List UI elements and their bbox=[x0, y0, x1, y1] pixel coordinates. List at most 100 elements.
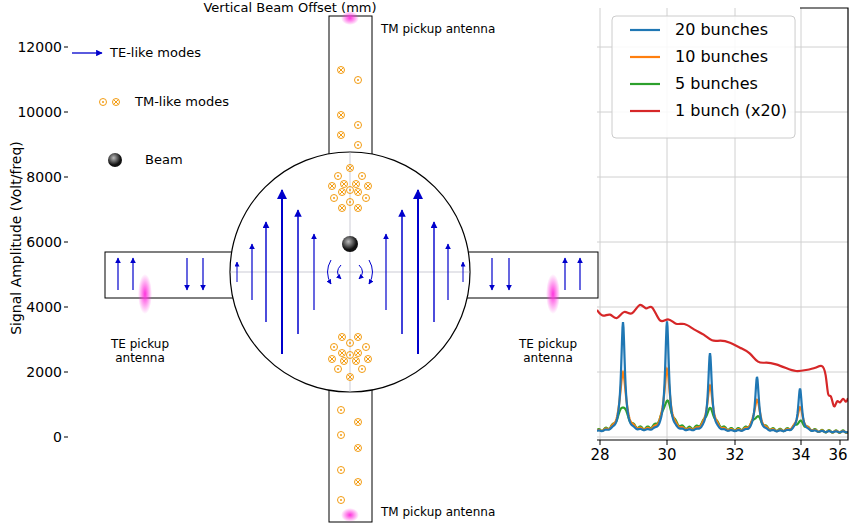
grid-line bbox=[600, 8, 601, 440]
legend-sample bbox=[630, 30, 660, 31]
tm-field-symbol bbox=[329, 183, 336, 190]
legend-label: 20 bunches bbox=[675, 21, 768, 39]
tm-field-symbol bbox=[113, 99, 120, 106]
legend-label: TM-like modes bbox=[135, 95, 229, 110]
legend-sample bbox=[630, 84, 660, 85]
tm-field-symbol bbox=[363, 195, 370, 202]
tm-field-symbol bbox=[338, 132, 345, 139]
te-field-arrow bbox=[297, 210, 299, 334]
twenty-bunch-curve bbox=[597, 321, 848, 432]
tick-label: 0 bbox=[53, 429, 62, 445]
tm-field-symbol bbox=[347, 374, 354, 381]
tm-field-symbol bbox=[355, 142, 362, 149]
te-field-arrow bbox=[508, 258, 509, 290]
tm-field-symbol bbox=[347, 187, 354, 194]
tm-field-symbol bbox=[338, 497, 345, 504]
antenna-label: TE pickup antenna bbox=[511, 338, 585, 366]
axis-tick bbox=[64, 112, 68, 113]
te-field-arrow bbox=[132, 258, 133, 290]
antenna-label: TM pickup antenna bbox=[381, 23, 495, 37]
tick-label: 36 bbox=[828, 447, 847, 464]
legend-box bbox=[612, 16, 795, 138]
tm-field-symbol bbox=[338, 432, 345, 439]
te-field-arrow bbox=[186, 258, 187, 290]
tm-field-symbol bbox=[338, 112, 345, 119]
axis-tick bbox=[801, 440, 802, 445]
tm-field-symbol bbox=[339, 205, 346, 212]
axis-tick bbox=[64, 242, 68, 243]
legend-sample bbox=[630, 57, 660, 58]
axis-tick bbox=[64, 372, 68, 373]
waveguide-diagram bbox=[100, 11, 599, 522]
te-field-arrow bbox=[463, 262, 464, 282]
legend-sample bbox=[72, 53, 102, 54]
tm-field-symbol bbox=[355, 189, 362, 196]
tm-field-symbol bbox=[335, 366, 342, 373]
te-field-arrow bbox=[579, 258, 580, 290]
spectrum-chart bbox=[597, 8, 848, 445]
grid-line bbox=[597, 177, 848, 178]
tm-field-symbol bbox=[339, 189, 346, 196]
tick-label: 34 bbox=[791, 447, 810, 464]
tm-field-symbol bbox=[339, 350, 346, 357]
beam-pipe bbox=[230, 152, 470, 392]
tm-field-symbol bbox=[355, 350, 362, 357]
tm-field-symbol bbox=[355, 334, 362, 341]
tm-field-symbol bbox=[338, 467, 345, 474]
te-field-arrow bbox=[447, 244, 448, 300]
axis-tick bbox=[64, 47, 68, 48]
tick-label: 8000 bbox=[26, 169, 62, 185]
waveguide-arm bbox=[450, 252, 598, 298]
tm-field-symbol bbox=[355, 479, 362, 486]
tm-field-symbol bbox=[365, 183, 372, 190]
legend-sample bbox=[108, 153, 122, 167]
grid-line bbox=[597, 242, 848, 243]
tm-field-symbol bbox=[353, 358, 360, 365]
te-field-arrow bbox=[564, 258, 565, 290]
te-field-arrow bbox=[369, 260, 373, 284]
tick-label: 32 bbox=[725, 447, 744, 464]
tm-field-symbol bbox=[347, 165, 354, 172]
tm-field-symbol bbox=[353, 181, 360, 188]
tm-field-symbol bbox=[347, 199, 354, 206]
tick-label: 12000 bbox=[17, 39, 62, 55]
tm-field-symbol bbox=[365, 356, 372, 363]
te-field-arrow bbox=[265, 222, 266, 322]
grid-line bbox=[597, 437, 848, 438]
tm-field-symbol bbox=[355, 419, 362, 426]
tick-label: 4000 bbox=[26, 299, 62, 315]
tick-label: 10000 bbox=[17, 104, 62, 120]
tm-field-symbol bbox=[100, 99, 107, 106]
axis-tick bbox=[600, 440, 601, 445]
te-field-arrow bbox=[433, 222, 434, 322]
axis-tick bbox=[667, 440, 668, 445]
tm-field-symbol bbox=[347, 340, 354, 347]
tm-field-symbol bbox=[331, 195, 338, 202]
pickup-antenna bbox=[546, 274, 560, 314]
te-field-arrow bbox=[281, 190, 283, 354]
tm-field-symbol bbox=[341, 358, 348, 365]
legend-sample bbox=[630, 111, 660, 112]
tm-field-symbol bbox=[335, 173, 342, 180]
left-axis bbox=[64, 47, 68, 437]
tm-field-symbol bbox=[355, 205, 362, 212]
axis-tick bbox=[64, 307, 68, 308]
te-field-arrow bbox=[313, 234, 314, 310]
legend-label: TE-like modes bbox=[110, 46, 201, 61]
te-field-arrow bbox=[401, 210, 403, 334]
tm-field-symbol bbox=[359, 366, 366, 373]
tm-field-symbol bbox=[329, 356, 336, 363]
te-field-arrow bbox=[328, 260, 332, 284]
tm-field-symbol bbox=[347, 352, 354, 359]
tm-field-symbol bbox=[331, 344, 338, 351]
grid-line bbox=[597, 307, 848, 308]
tick-label: 30 bbox=[657, 447, 676, 464]
te-field-arrow bbox=[359, 265, 363, 279]
axis-tick bbox=[64, 437, 68, 438]
tm-field-symbol bbox=[338, 407, 345, 414]
axis-tick bbox=[64, 177, 68, 178]
tm-field-symbol bbox=[338, 67, 345, 74]
waveguide-arm bbox=[105, 252, 250, 298]
te-field-arrow bbox=[237, 262, 238, 282]
